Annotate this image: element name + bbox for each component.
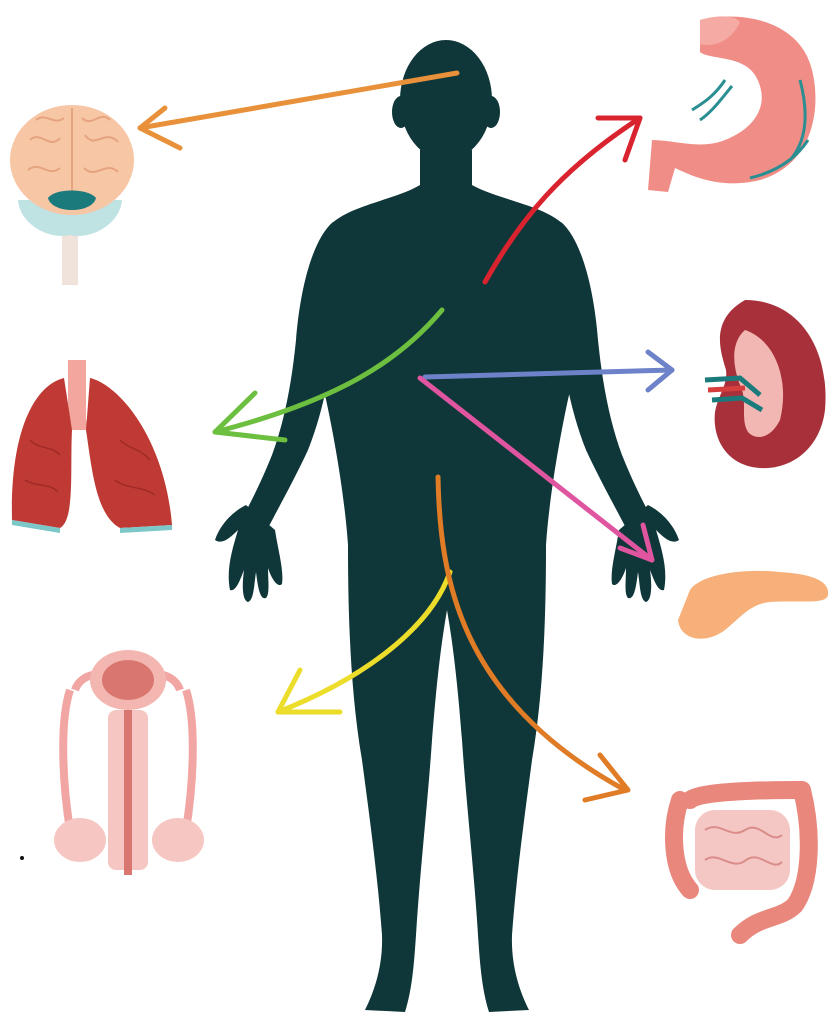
pancreas-icon <box>678 571 828 639</box>
male-reproductive-system-icon <box>20 650 204 875</box>
large-intestine-icon <box>674 790 809 935</box>
kidney-icon <box>705 300 826 468</box>
brain-icon <box>10 105 134 285</box>
lungs-icon <box>12 360 172 533</box>
stomach-icon <box>648 16 815 192</box>
